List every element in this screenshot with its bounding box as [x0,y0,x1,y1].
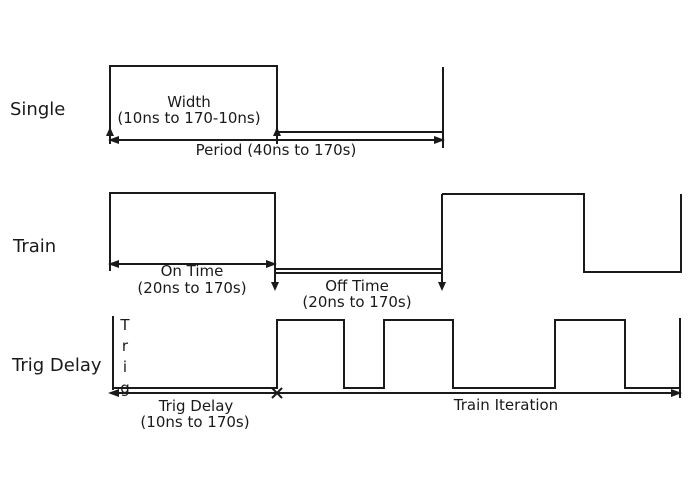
single-waveform [106,65,445,148]
width-range: (10ns to 170-10ns) [117,109,261,127]
width-tick-left-icon [106,127,114,136]
trig-delay-waveform [108,316,682,399]
off-time-arrow-right-icon [438,282,446,291]
off-time-arrow-left-icon [271,282,279,291]
row-label-train: Train [13,236,57,257]
on-time-arrow-left-icon [108,260,119,268]
single-pulse [109,65,278,144]
train-waveform [108,192,682,291]
period-arrow-right-icon [434,136,445,144]
period-arrow-left-icon [108,136,119,144]
row-label-single: Single [10,99,66,120]
trig-pulse-train [113,319,680,389]
train-pulse1 [109,192,276,284]
width-label: Width [167,93,211,111]
train-iteration-arrow-right-icon [671,389,682,397]
train-pulse2 [442,193,682,273]
on-time-arrow-right-icon [266,260,277,268]
period-label: Period (40ns to 170s) [195,141,357,159]
off-time-range: (20ns to 170s) [302,293,412,311]
trig-delay-arrow-left-icon [108,389,119,397]
off-time-label: Off Time [325,277,389,295]
train-iteration-label: Train Iteration [453,396,559,414]
trig-delay-boundary-x-icon [271,387,283,399]
row-label-trig-delay: Trig Delay [12,355,102,376]
trig-axis-label: Trig [116,316,134,400]
trig-delay-range: (10ns to 170s) [140,413,250,431]
width-tick-right-icon [273,127,281,136]
trig-delay-label: Trig Delay [158,397,234,415]
on-time-range: (20ns to 170s) [137,279,247,297]
on-time-label: On Time [160,262,224,280]
